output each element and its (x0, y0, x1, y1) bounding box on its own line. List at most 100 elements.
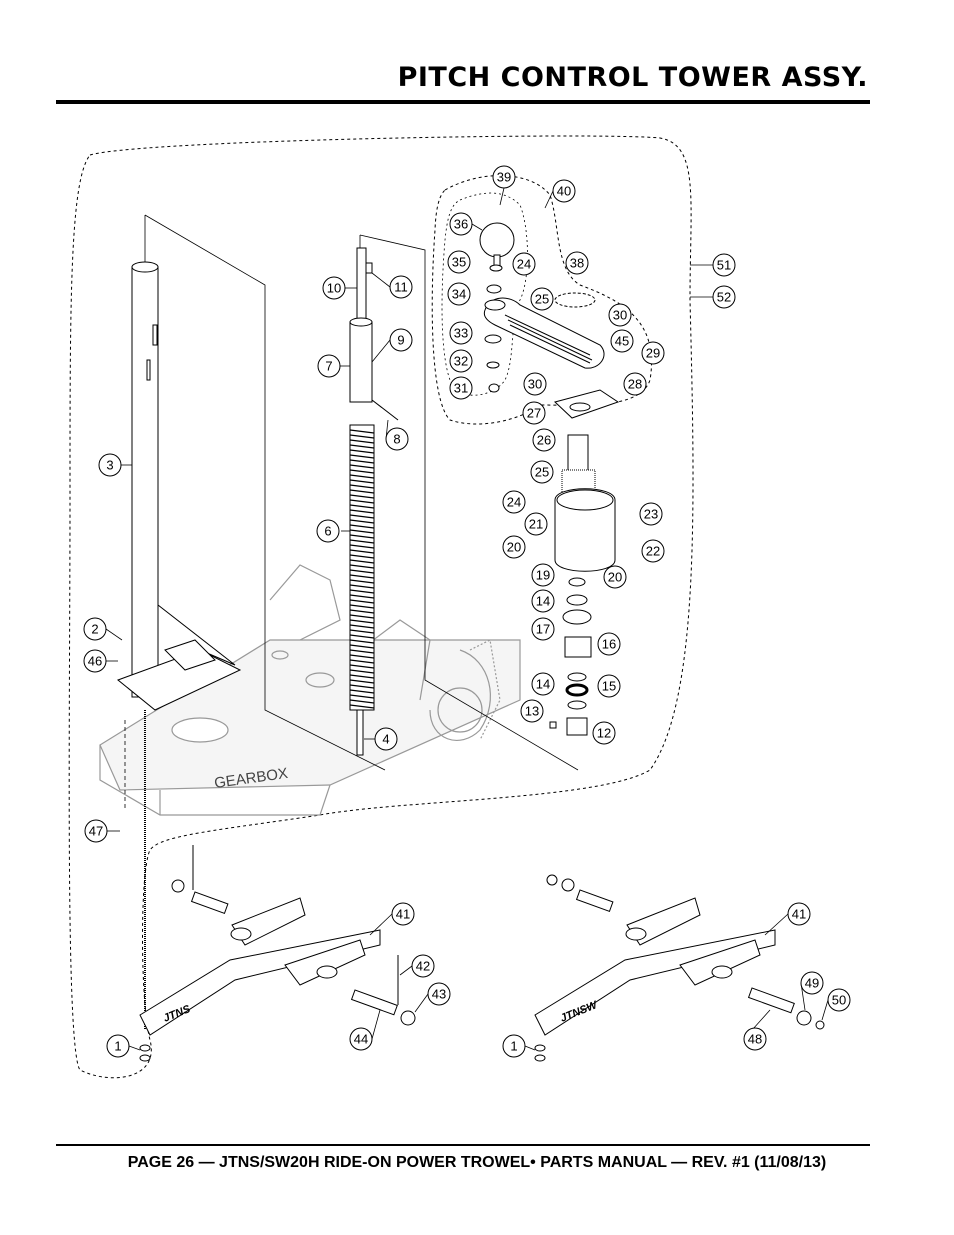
spring-coil (349, 639, 375, 644)
part-callout-4: 4 (374, 727, 398, 751)
callout-circle (531, 563, 555, 587)
spring-coil (349, 554, 375, 559)
callout-number: 40 (557, 184, 571, 199)
spring-coil (349, 689, 375, 694)
callout-circle (411, 954, 435, 978)
callout-number: 19 (536, 568, 550, 583)
part-callout-19: 19 (531, 563, 555, 587)
tube-base-plate (117, 604, 242, 711)
part-callout-31: 31 (449, 376, 473, 400)
spring-coil (349, 454, 375, 459)
callout-number: 6 (324, 524, 331, 539)
callout-circle (524, 512, 548, 536)
spring-coil (349, 579, 375, 584)
callout-number: 41 (396, 907, 410, 922)
callout-number: 26 (537, 433, 551, 448)
spring-coil (349, 674, 375, 679)
callout-circle (391, 902, 415, 926)
callout-circle (512, 252, 536, 276)
callout-circle (83, 649, 107, 673)
knob-subassembly-boundary (441, 192, 528, 396)
callout-circle (641, 539, 665, 563)
callout-number: 8 (393, 432, 400, 447)
part-callout-22: 22 (641, 539, 665, 563)
callout-circle (520, 699, 544, 723)
spring-coil (349, 494, 375, 499)
spring-coil (349, 574, 375, 579)
callout-number: 30 (613, 308, 627, 323)
callout-circle (530, 287, 554, 311)
callout-number: 14 (536, 594, 550, 609)
part-callout-29: 29 (641, 341, 665, 365)
spring-coil (349, 654, 375, 659)
spring-coil (349, 469, 375, 474)
spring-coil (349, 564, 375, 569)
callout-number: 33 (454, 326, 468, 341)
part-callout-44: 44 (349, 1027, 373, 1051)
spring-coil (349, 484, 375, 489)
part-callout-24: 24 (502, 490, 526, 514)
spring-coil (349, 669, 375, 674)
leader-lines (105, 187, 829, 1051)
callout-circle (531, 617, 555, 641)
tower-tube (131, 261, 159, 698)
part-callout-45: 45 (610, 329, 634, 353)
callout-circle (532, 428, 556, 452)
callout-number: 25 (535, 465, 549, 480)
assembly-boundary (68, 135, 694, 1079)
part-callout-41: 41 (787, 902, 811, 926)
spring-coil (349, 519, 375, 524)
spring-coil (349, 549, 375, 554)
part-callout-26: 26 (532, 428, 556, 452)
callout-number: 42 (416, 959, 430, 974)
callout-circle (449, 321, 473, 345)
callout-number: 39 (497, 170, 511, 185)
left-arm-assembly (139, 845, 416, 1062)
part-callout-49: 49 (800, 971, 824, 995)
spring-coil (349, 444, 375, 449)
callout-circle (84, 819, 108, 843)
spring-coil (349, 664, 375, 669)
callout-number: 47 (89, 824, 103, 839)
part-callout-40: 40 (552, 179, 576, 203)
part-callout-1: 1 (106, 1034, 130, 1058)
callout-number: 20 (507, 540, 521, 555)
callout-circle (597, 632, 621, 656)
spring-coil (349, 629, 375, 634)
callout-circle (530, 460, 554, 484)
spring-coil (349, 614, 375, 619)
callout-number: 22 (646, 544, 660, 559)
callout-circle (374, 727, 398, 751)
spring-coil (349, 684, 375, 689)
spring-coil (349, 609, 375, 614)
callout-circle (597, 674, 621, 698)
spring-coil (349, 514, 375, 519)
part-callout-34: 34 (447, 282, 471, 306)
callout-circle (712, 285, 736, 309)
callout-circle (502, 535, 526, 559)
callout-circle (787, 902, 811, 926)
right-arm-assembly (534, 874, 825, 1062)
spring-coil (349, 524, 375, 529)
spring-coil (349, 704, 375, 709)
callout-circle (449, 376, 473, 400)
spring-coil (349, 489, 375, 494)
spring-coil (349, 544, 375, 549)
spring-coil (349, 539, 375, 544)
spring-coil (349, 434, 375, 439)
callout-circle (106, 1034, 130, 1058)
part-callout-23: 23 (639, 502, 663, 526)
part-callout-32: 32 (449, 349, 473, 373)
spring-coil (349, 474, 375, 479)
callout-number: 51 (717, 258, 731, 273)
spring-coil (349, 509, 375, 514)
part-callout-16: 16 (597, 632, 621, 656)
callout-circle (317, 354, 341, 378)
callout-number: 35 (452, 255, 466, 270)
callout-circle (349, 1027, 373, 1051)
callout-number: 48 (748, 1032, 762, 1047)
callout-circle (98, 453, 122, 477)
callout-circle (531, 672, 555, 696)
callout-number: 31 (454, 381, 468, 396)
